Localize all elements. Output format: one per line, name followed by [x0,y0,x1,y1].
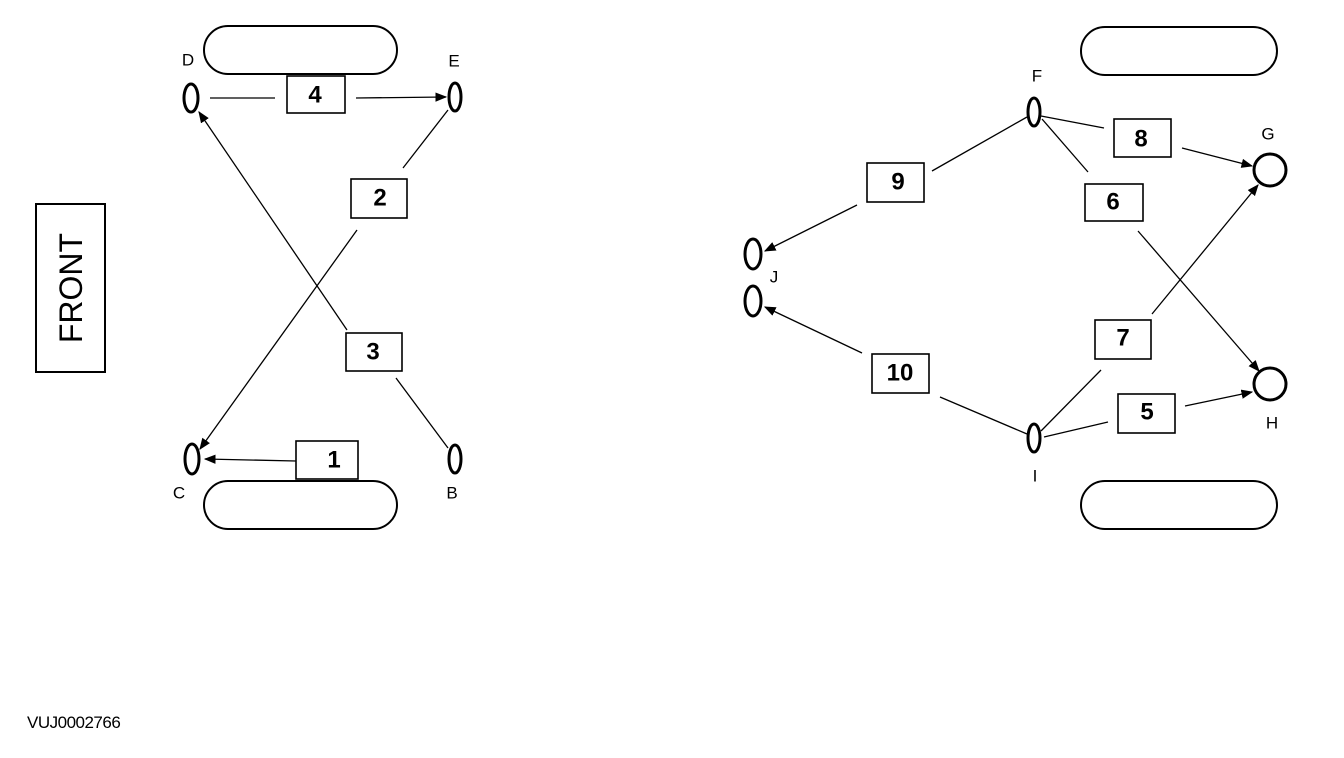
step-5: 5 [1117,393,1176,434]
connector-step-7 [1040,184,1259,432]
step-9-label: 9 [891,169,904,196]
node-j-lower [743,284,763,318]
step-8-label: 8 [1134,126,1147,153]
step-6-label: 6 [1106,189,1119,216]
step-9: 9 [866,162,925,203]
rear-left-wheel [1080,26,1278,76]
step-6: 6 [1084,183,1144,222]
front-indicator: FRONT [35,203,106,373]
connector-3-segment-2 [198,111,348,331]
node-e [447,81,463,113]
step-3: 3 [345,332,403,372]
node-label-h: H [1266,414,1278,433]
connector-3-segment-1 [395,377,449,449]
connector-step-10 [763,306,1028,435]
connector-10-segment-1 [939,396,1028,435]
node-c [183,442,201,476]
connector-8-segment-1 [1040,115,1105,129]
step-7: 7 [1094,319,1152,360]
step-2: 2 [350,178,408,219]
front-left-wheel [203,25,398,75]
connector-4-segment-2 [355,92,448,102]
step-boxes: 1 2 3 4 5 6 7 8 [286,75,1176,480]
connector-step-2 [199,109,449,450]
connector-5-segment-1 [1043,421,1109,438]
step-2-label: 2 [373,185,386,212]
connector-6-segment-2 [1137,230,1260,372]
node-label-j: J [770,268,779,287]
rear-right-wheel [1080,480,1278,530]
connector-2-segment-2 [199,229,358,450]
connector-6-segment-1 [1041,118,1089,173]
step-1-label: 1 [327,447,340,474]
node-d [182,82,200,114]
node-h [1252,366,1288,402]
node-label-d: D [182,51,194,70]
step-4: 4 [286,75,346,114]
node-label-b: B [446,484,457,503]
node-f [1026,96,1042,128]
connector-9-segment-1 [931,116,1028,172]
connector-step-3 [198,111,449,449]
node-g [1252,152,1288,188]
connectors [198,92,1260,464]
node-b [447,443,463,475]
connector-step-4 [210,92,448,102]
connector-step-8 [1040,115,1254,168]
connector-2-segment-1 [402,109,449,169]
connector-step-5 [1043,389,1254,438]
node-label-g: G [1261,125,1274,144]
node-j-upper [743,237,763,271]
connector-7-segment-2 [1151,184,1259,315]
connector-9-segment-2 [763,204,858,252]
connector-step-6 [1041,118,1260,372]
connector-5-segment-2 [1184,389,1254,407]
connector-step-9 [763,116,1028,252]
node-label-f: F [1032,67,1042,86]
wheels [203,25,1278,530]
reference-code: VUJ0002766 [27,713,121,732]
step-3-label: 3 [366,339,379,366]
step-1: 1 [295,440,359,480]
front-label: FRONT [53,233,89,343]
front-right-wheel [203,480,398,530]
node-label-e: E [448,52,459,71]
step-7-label: 7 [1116,325,1129,352]
connector-8-segment-2 [1181,147,1254,168]
step-10-label: 10 [887,360,914,387]
connector-step-1 [203,454,297,464]
step-10: 10 [871,353,930,394]
node-i [1026,422,1042,454]
node-labels: D E C B F G H I J [173,51,1278,503]
connector-7-segment-1 [1040,369,1102,432]
step-4-label: 4 [308,82,322,109]
connector-1-segment-1 [203,454,297,464]
step-5-label: 5 [1140,399,1153,426]
step-8: 8 [1113,118,1172,158]
nodes [182,81,1288,476]
connector-10-segment-2 [763,306,863,354]
node-label-i: I [1033,467,1038,486]
node-label-c: C [173,484,185,503]
